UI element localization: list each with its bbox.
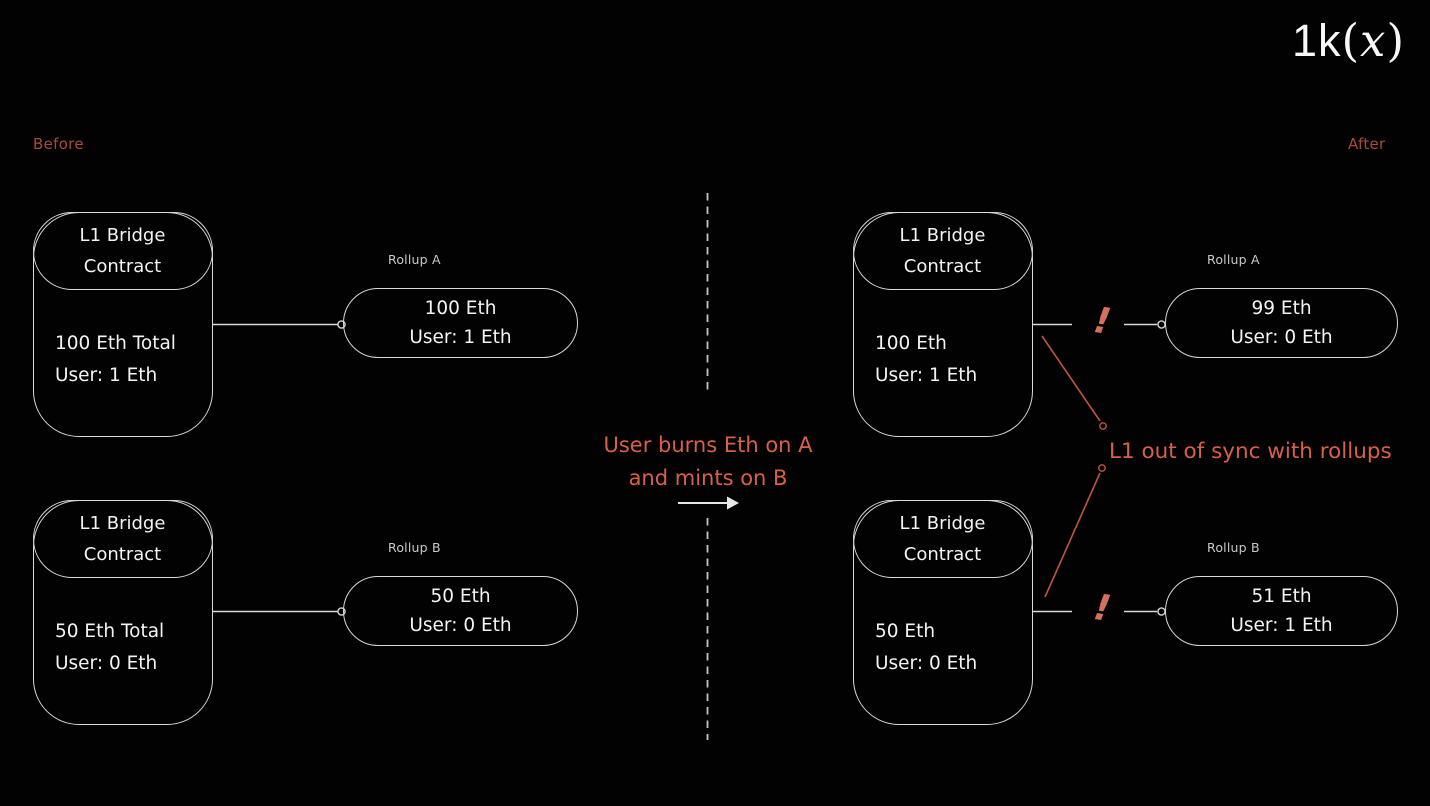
after-l1-bridge-a-balances: 100 Eth User: 1 Eth [875, 328, 977, 391]
before-rollup-b-user: User: 0 Eth [409, 615, 512, 636]
before-l1-bridge-b-box: L1 Bridge Contract 50 Eth Total User: 0 … [32, 499, 213, 725]
after-l1-bridge-a-total: 100 Eth [875, 333, 947, 354]
after-l1-bridge-b-balances: 50 Eth User: 0 Eth [875, 616, 977, 679]
transition-caption-line1: User burns Eth on A [603, 433, 813, 457]
after-rollup-a-label: Rollup A [1207, 252, 1260, 267]
before-rollup-a-label: Rollup A [388, 252, 441, 267]
transition-caption: User burns Eth on A and mints on B [558, 429, 858, 495]
annotation-line-bottom-endpoint [1098, 464, 1106, 472]
annotation-line-top [1041, 335, 1101, 422]
out-of-sync-annotation: L1 out of sync with rollups [1109, 439, 1392, 464]
before-rollup-b-node: 50 Eth User: 0 Eth [343, 576, 578, 646]
logo-text: 1k [1291, 15, 1342, 66]
before-l1-bridge-a-box: L1 Bridge Contract 100 Eth Total User: 1… [32, 211, 213, 437]
logo-open-paren: ( [1341, 14, 1361, 67]
before-l1-bridge-b-header: L1 Bridge Contract [32, 499, 213, 578]
alert-exclamation-icon-b: ! [1090, 586, 1114, 631]
alert-exclamation-icon-a: ! [1090, 299, 1114, 344]
after-l1-bridge-b-box: L1 Bridge Contract 50 Eth User: 0 Eth [852, 499, 1033, 725]
transition-caption-line2: and mints on B [628, 466, 788, 490]
before-section-label: Before [33, 135, 84, 153]
before-l1-bridge-b-user: User: 0 Eth [55, 652, 158, 674]
before-l1-bridge-a-total: 100 Eth Total [55, 333, 176, 354]
after-l1-bridge-a-box: L1 Bridge Contract 100 Eth User: 1 Eth [852, 211, 1033, 437]
annotation-line-bottom [1044, 472, 1101, 598]
1kx-logo: 1k(x) [1292, 14, 1405, 67]
after-rollup-a-user: User: 0 Eth [1230, 327, 1333, 348]
after-l1-bridge-b-header: L1 Bridge Contract [852, 499, 1033, 578]
after-l1-bridge-a-user: User: 1 Eth [875, 364, 978, 386]
after-rollup-b-amount: 51 Eth [1251, 586, 1312, 607]
before-l1-bridge-a-header: L1 Bridge Contract [32, 211, 213, 290]
after-rollup-b-user: User: 1 Eth [1230, 615, 1333, 636]
after-l1-bridge-b-total: 50 Eth [875, 621, 936, 642]
before-l1-bridge-b-total: 50 Eth Total [55, 621, 165, 642]
after-rollup-a-node: 99 Eth User: 0 Eth [1165, 288, 1398, 358]
before-rollup-b-label: Rollup B [388, 540, 441, 555]
before-l1-bridge-a-balances: 100 Eth Total User: 1 Eth [55, 328, 176, 391]
before-rollup-a-amount: 100 Eth [424, 298, 497, 319]
transition-arrow-head [727, 496, 739, 510]
before-rollup-b-amount: 50 Eth [430, 586, 491, 607]
before-rollup-a-node: 100 Eth User: 1 Eth [343, 288, 578, 358]
logo-variable-x: x [1360, 14, 1387, 67]
logo-close-paren: ) [1386, 14, 1405, 67]
annotation-line-top-endpoint [1099, 422, 1107, 430]
before-l1-bridge-a-user: User: 1 Eth [55, 364, 158, 386]
after-l1-bridge-b-user: User: 0 Eth [875, 652, 978, 674]
after-l1-bridge-a-header: L1 Bridge Contract [852, 211, 1033, 290]
after-section-label: After [1348, 135, 1386, 153]
after-rollup-b-node: 51 Eth User: 1 Eth [1165, 576, 1398, 646]
before-rollup-a-user: User: 1 Eth [409, 327, 512, 348]
after-rollup-b-label: Rollup B [1207, 540, 1260, 555]
before-l1-bridge-b-balances: 50 Eth Total User: 0 Eth [55, 616, 164, 679]
after-rollup-a-amount: 99 Eth [1251, 298, 1312, 319]
